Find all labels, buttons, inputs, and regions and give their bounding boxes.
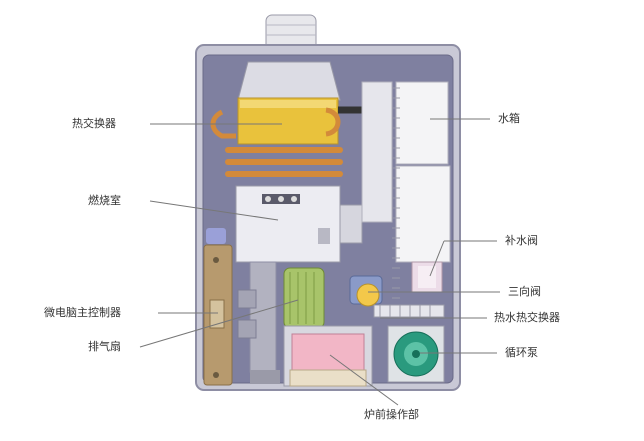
label-exhaust-fan: 排气扇 [88,340,121,353]
exhaust-fan [283,267,325,329]
circulation-pump [387,325,445,383]
leader-exhaust-fan [139,299,299,348]
label-water-tank: 水箱 [498,112,520,125]
label-heat-exchanger: 热交换器 [72,117,116,130]
gas-column [237,261,280,384]
leader-refill-valve-d [429,240,445,277]
leader-combustion-chamber [149,200,279,221]
label-three-way-valve: 三向阀 [508,285,541,298]
three-way-valve [349,275,383,307]
label-front-panel: 炉前操作部 [364,408,419,421]
leader-front-panel [329,354,399,406]
hot-water-heat-exchanger [373,304,445,318]
label-circulation-pump: 循环泵 [505,346,538,359]
controller-board [203,228,233,386]
combustion-chamber [235,185,363,263]
exhaust-hood [237,61,341,101]
water-tank [361,81,451,299]
label-refill-valve: 补水阀 [505,234,538,247]
label-combustion-chamber: 燃烧室 [88,194,121,207]
heat-exchanger [210,97,343,177]
refill-valve [411,261,443,293]
label-hot-water-heat-exchanger: 热水热交换器 [494,311,560,324]
leader-lines [139,118,500,406]
label-microcomputer-controller: 微电脑主控制器 [44,306,121,319]
front-panel [283,325,373,387]
